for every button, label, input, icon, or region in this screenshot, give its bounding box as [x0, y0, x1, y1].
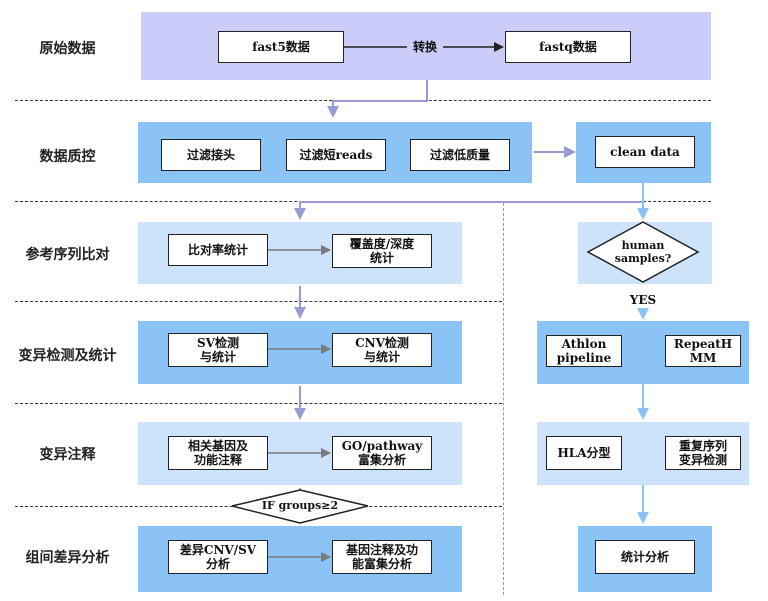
- arrow-raw-to-qc: [327, 80, 428, 118]
- convert-label: 转换: [407, 38, 443, 56]
- fast5-data-box: fast5数据: [218, 31, 344, 63]
- alignment-rate-box: 比对率统计: [168, 234, 268, 266]
- athlon-line2: pipeline: [556, 351, 612, 365]
- diff-cnv-sv-box: 差异CNV/SV 分析: [168, 540, 268, 574]
- gene-annotation-box: 相关基因及 功能注释: [168, 436, 268, 470]
- clean-data-box: clean data: [595, 136, 695, 168]
- coverage-depth-line2: 统计: [369, 251, 394, 265]
- yes-label: YES: [623, 292, 663, 308]
- go-pathway-line1: GO/pathway: [341, 439, 423, 453]
- fastq-data-box: fastq数据: [505, 31, 631, 63]
- separator-3: [15, 301, 502, 302]
- stage-raw-data: 原始数据: [39, 41, 96, 57]
- repeathmm-line2: MM: [689, 351, 717, 365]
- human-samples-text: human samples?: [603, 239, 683, 265]
- repeat-variant-box: 重复序列 变异检测: [665, 436, 741, 470]
- separator-4: [15, 403, 502, 404]
- repeathmm-line1: RepeatH: [673, 337, 733, 351]
- go-pathway-line2: 富集分析: [357, 453, 406, 467]
- athlon-line1: Athlon: [561, 337, 607, 351]
- arrow-clean-to-alignment: [294, 183, 644, 220]
- stage-variant-detection: 变异检测及统计: [18, 348, 117, 364]
- gene-enrichment-box: 基因注释及功 能富集分析: [332, 540, 432, 574]
- filter-short-reads-box: 过滤短reads: [286, 139, 386, 171]
- gene-annotation-line2: 功能注释: [193, 453, 242, 467]
- filter-adapter-box: 过滤接头: [161, 139, 261, 171]
- coverage-depth-box: 覆盖度/深度 统计: [332, 234, 432, 268]
- stage-variant-annotation: 变异注释: [39, 447, 96, 463]
- cnv-detection-line1: CNV检测: [355, 336, 409, 350]
- sv-detection-line2: 与统计: [199, 350, 236, 364]
- coverage-depth-line1: 覆盖度/深度: [349, 237, 415, 251]
- statistical-analysis-box: 统计分析: [595, 540, 695, 574]
- repeat-variant-line2: 变异检测: [678, 453, 727, 467]
- sv-detection-line1: SV检测: [197, 336, 239, 350]
- human-samples-line2: samples?: [614, 252, 672, 265]
- repeathmm-box: RepeatH MM: [665, 335, 741, 367]
- gene-enrichment-line2: 能富集分析: [351, 557, 412, 571]
- repeat-variant-line1: 重复序列: [678, 439, 727, 453]
- separator-vertical: [503, 203, 504, 595]
- if-groups-text: IF groups≥2: [261, 499, 339, 512]
- stage-reference-alignment: 参考序列比对: [25, 247, 110, 263]
- sv-detection-box: SV检测 与统计: [168, 333, 268, 367]
- cnv-detection-box: CNV检测 与统计: [332, 333, 432, 367]
- if-groups-diamond: [231, 489, 369, 524]
- human-samples-line1: human: [621, 239, 665, 252]
- go-pathway-box: GO/pathway 富集分析: [332, 436, 432, 470]
- gene-annotation-line1: 相关基因及: [187, 439, 248, 453]
- stage-quality-control: 数据质控: [39, 149, 96, 165]
- diff-cnv-sv-line1: 差异CNV/SV: [179, 543, 257, 557]
- gene-enrichment-line1: 基因注释及功: [345, 543, 418, 557]
- hla-typing-box: HLA分型: [546, 436, 622, 470]
- filter-low-quality-box: 过滤低质量: [410, 139, 510, 171]
- diff-cnv-sv-line2: 分析: [205, 557, 230, 571]
- human-samples-diamond: [586, 221, 700, 283]
- cnv-detection-line2: 与统计: [363, 350, 400, 364]
- stage-group-analysis: 组间差异分析: [25, 550, 110, 566]
- athlon-pipeline-box: Athlon pipeline: [546, 335, 622, 367]
